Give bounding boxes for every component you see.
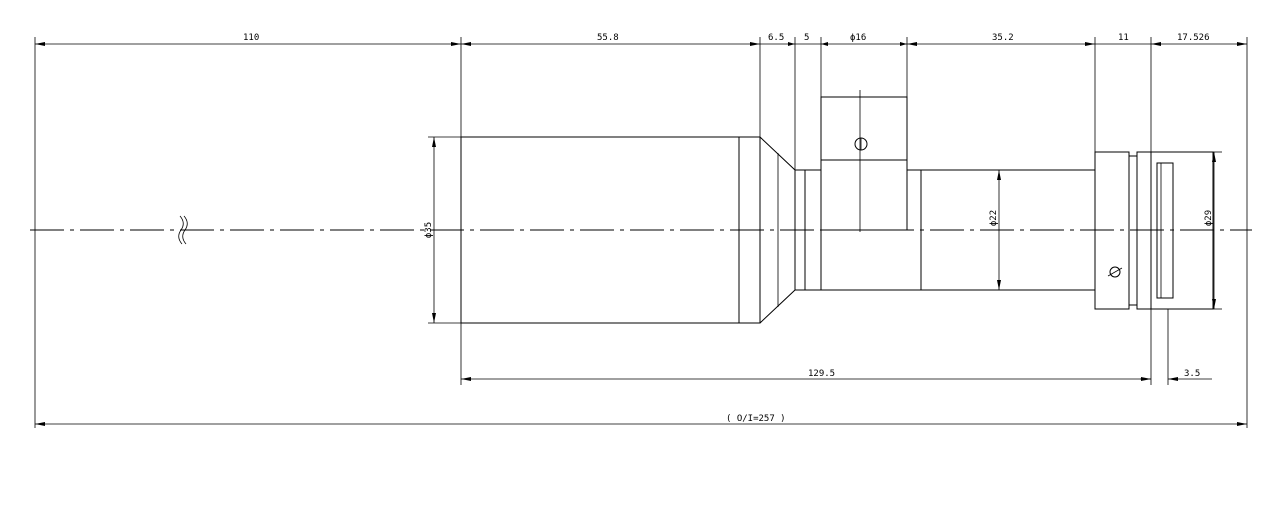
rear-screw [1109,266,1121,278]
lower-dimensions [35,309,1247,426]
dim-tube-diameter: ϕ22 [989,210,999,226]
dim-object-to-image: ( O/I=257 ) [726,414,786,424]
break-symbol [178,215,188,245]
diameter-dimensions [428,136,1222,324]
dim-front-diameter: ϕ35 [424,222,434,238]
top-dimension-chain [34,37,1248,428]
dim-barrel-length: 55.8 [597,33,619,43]
dim-rear-tube-length: 35.2 [992,33,1014,43]
dim-flange-offset: 3.5 [1184,369,1200,379]
dim-collar-length: 5 [804,33,809,43]
dim-total-lens-length: 129.5 [808,369,835,379]
dim-mount-diameter: ϕ16 [850,33,866,43]
dim-object-distance: 110 [243,33,259,43]
dim-taper-length: 6.5 [768,33,784,43]
middle-body [820,159,908,231]
lens-body [460,90,1214,324]
dim-rear-diameter: ϕ29 [1204,210,1214,226]
mount-boss [820,96,908,161]
dim-back-focus: 17.526 [1177,33,1210,43]
dim-rear-collar-length: 11 [1118,33,1129,43]
